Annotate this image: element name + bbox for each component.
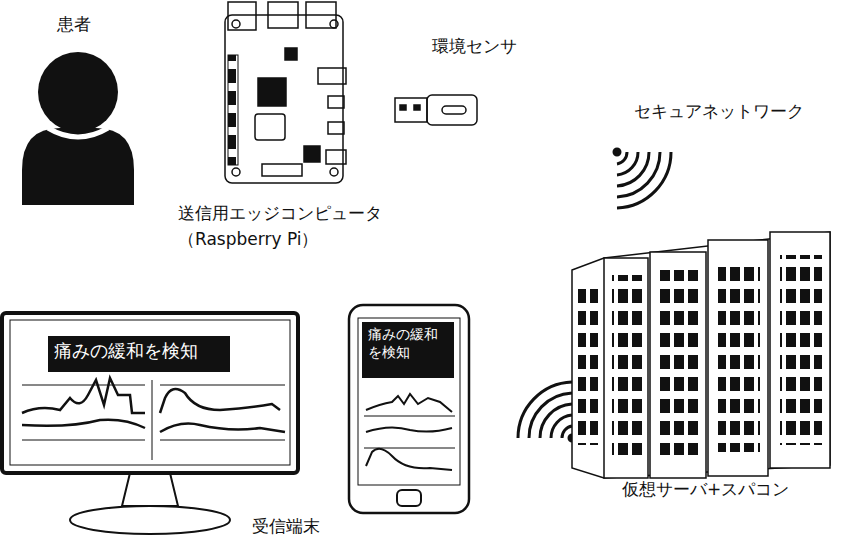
part-label: 受信端末 — [252, 516, 320, 536]
alert-box: 痛みの緩和を検知 — [48, 336, 230, 372]
server-racks — [572, 232, 830, 478]
part-label: 環境センサ — [432, 36, 517, 56]
part-label: 仮想サーバ+スパコン — [622, 479, 789, 499]
environment-sensor — [395, 95, 477, 125]
wireless-icon — [518, 382, 575, 441]
wireless-icon — [614, 149, 671, 208]
part-label: セキュアネットワーク — [634, 101, 804, 121]
patient-icon — [22, 52, 134, 205]
part-label: （Raspberry Pi） — [178, 229, 319, 249]
part-label: 送信用エッジコンピュータ — [178, 203, 382, 223]
monitor — [2, 313, 298, 534]
alert-text: 痛みの緩和を検知 — [368, 326, 448, 361]
alert-text: 痛みの緩和を検知 — [54, 340, 224, 363]
alert-box: 痛みの緩和を検知 — [362, 322, 454, 378]
part-label: 患者 — [57, 14, 91, 34]
smartphone — [349, 305, 469, 513]
raspberry-pi-board — [225, 2, 346, 183]
